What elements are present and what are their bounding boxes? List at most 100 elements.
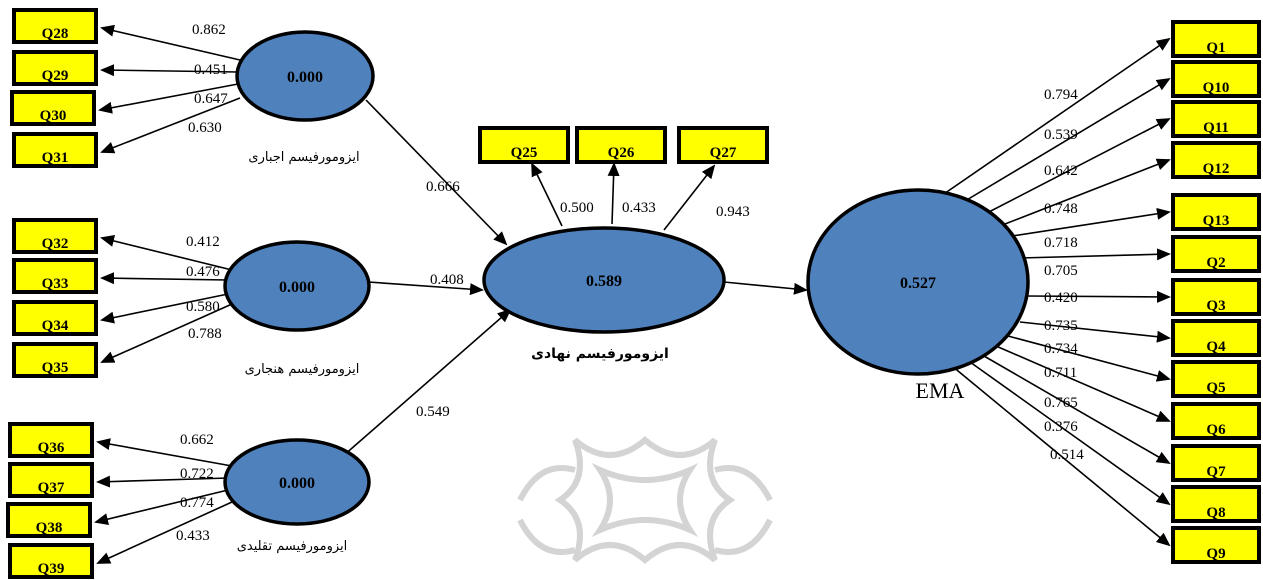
loading-value-q33: 0.476 xyxy=(186,264,220,280)
indicator-box-q38 xyxy=(6,502,92,538)
indicator-box-q13 xyxy=(1171,193,1261,231)
loading-arrow-q25 xyxy=(531,162,563,227)
latent-label-coercive: ایزومورفیسم اجباری xyxy=(248,150,359,165)
path-arrow-normative-institutional xyxy=(367,281,484,296)
indicator-label-q32: Q32 xyxy=(42,236,69,252)
loading-value-q28: 0.862 xyxy=(192,22,226,38)
path-arrow-mimetic-institutional xyxy=(342,308,512,457)
loading-value-q10: 0.539 xyxy=(1044,127,1078,143)
latent-value-institutional: 0.589 xyxy=(586,273,622,290)
indicator-box-q28 xyxy=(12,8,98,44)
indicator-box-q34 xyxy=(12,300,98,336)
indicator-box-q33 xyxy=(12,258,98,294)
indicator-label-q29: Q29 xyxy=(42,68,69,84)
indicator-box-q5 xyxy=(1171,360,1261,398)
loading-value-q11: 0.642 xyxy=(1044,163,1078,179)
indicator-label-q7: Q7 xyxy=(1206,464,1226,480)
loading-arrow-q6 xyxy=(995,345,1171,422)
indicator-label-q33: Q33 xyxy=(42,276,69,292)
loading-arrow-q39 xyxy=(96,501,233,564)
loading-value-q1: 0.794 xyxy=(1044,87,1078,103)
loading-value-q7: 0.765 xyxy=(1044,395,1078,411)
indicator-box-q26 xyxy=(575,126,667,164)
loading-value-q5: 0.734 xyxy=(1044,341,1078,357)
loading-value-q35: 0.788 xyxy=(188,326,222,342)
indicator-label-q4: Q4 xyxy=(1206,339,1226,355)
loading-arrow-q35 xyxy=(100,303,233,363)
indicator-box-q25 xyxy=(478,126,570,164)
indicator-label-q11: Q11 xyxy=(1203,120,1229,136)
indicator-label-q3: Q3 xyxy=(1206,298,1225,314)
indicator-label-q12: Q12 xyxy=(1203,161,1230,177)
indicator-label-q37: Q37 xyxy=(38,480,65,496)
latent-label-mimetic: ایزومورفیسم تقلیدی xyxy=(237,539,348,554)
indicator-label-q38: Q38 xyxy=(36,520,63,536)
latent-value-normative: 0.000 xyxy=(279,279,315,296)
loading-value-q2: 0.705 xyxy=(1044,263,1078,279)
loading-value-q3: 0.420 xyxy=(1044,290,1078,306)
indicator-box-q35 xyxy=(12,342,98,378)
loading-value-q12: 0.748 xyxy=(1044,201,1078,217)
loading-value-q30: 0.647 xyxy=(194,91,228,107)
path-arrow-coercive-institutional xyxy=(365,99,508,246)
loading-arrow-q37 xyxy=(96,475,229,488)
latent-node-normative xyxy=(223,240,371,332)
latent-node-coercive xyxy=(235,30,375,122)
loading-value-q4: 0.735 xyxy=(1044,318,1078,334)
loading-value-q9: 0.514 xyxy=(1050,447,1084,463)
loading-arrow-q8 xyxy=(969,361,1171,506)
loading-arrow-q4 xyxy=(1019,321,1171,343)
latent-label-normative: ایزومورفیسم هنجاری xyxy=(245,362,360,377)
edges-layer xyxy=(94,24,1171,564)
loading-value-q32: 0.412 xyxy=(186,234,220,250)
indicator-box-q12 xyxy=(1171,141,1261,179)
indicator-label-q8: Q8 xyxy=(1206,505,1225,521)
indicator-box-q6 xyxy=(1171,402,1261,440)
indicator-label-q34: Q34 xyxy=(42,318,69,334)
latent-value-coercive: 0.000 xyxy=(287,69,323,86)
loading-arrow-q38 xyxy=(94,489,229,526)
indicator-label-q2: Q2 xyxy=(1206,255,1225,271)
path-coef-mimetic: 0.549 xyxy=(416,404,450,420)
loading-arrow-q11 xyxy=(984,118,1171,215)
loading-value-q26: 0.433 xyxy=(622,200,656,216)
indicator-label-q35: Q35 xyxy=(42,360,69,376)
loading-arrow-q33 xyxy=(100,272,229,285)
indicator-label-q31: Q31 xyxy=(42,150,69,166)
loading-arrow-q12 xyxy=(1004,158,1171,225)
latent-label-institutional: ایزومورفیسم نهادی xyxy=(531,346,669,362)
latent-label-ema: EMA xyxy=(916,378,965,403)
indicator-box-q36 xyxy=(8,422,94,458)
indicator-box-q10 xyxy=(1171,60,1261,98)
latent-node-institutional xyxy=(482,226,726,334)
path-arrow-institutional-ema xyxy=(723,281,808,295)
loading-value-q34: 0.580 xyxy=(186,299,220,315)
indicator-label-q30: Q30 xyxy=(40,108,67,124)
latent-value-ema: 0.527 xyxy=(900,275,936,292)
labels-layer: 0.8620.4510.6470.6300.4120.4760.5800.788… xyxy=(176,22,1084,554)
indicator-box-q39 xyxy=(8,543,94,579)
loading-value-q25: 0.500 xyxy=(560,200,594,216)
loading-arrow-q5 xyxy=(1007,335,1171,382)
path-coef-coercive: 0.666 xyxy=(426,179,460,195)
indicator-box-q29 xyxy=(12,50,98,86)
latent-value-mimetic: 0.000 xyxy=(279,475,315,492)
loading-value-q13: 0.718 xyxy=(1044,235,1078,251)
indicator-label-q10: Q10 xyxy=(1203,80,1230,96)
indicator-label-q27: Q27 xyxy=(710,145,737,161)
loading-value-q36: 0.662 xyxy=(180,432,214,448)
indicator-box-q1 xyxy=(1171,20,1261,58)
loading-arrow-q7 xyxy=(983,355,1171,465)
loading-arrow-q30 xyxy=(98,83,239,114)
indicator-label-q5: Q5 xyxy=(1206,380,1225,396)
loading-arrow-q9 xyxy=(951,365,1171,547)
indicator-box-q31 xyxy=(12,132,98,168)
loading-value-q39: 0.433 xyxy=(176,528,210,544)
indicator-label-q36: Q36 xyxy=(38,440,65,456)
loading-arrow-q34 xyxy=(100,293,229,324)
loading-value-q38: 0.774 xyxy=(180,495,214,511)
path-coef-normative: 0.408 xyxy=(430,272,464,288)
